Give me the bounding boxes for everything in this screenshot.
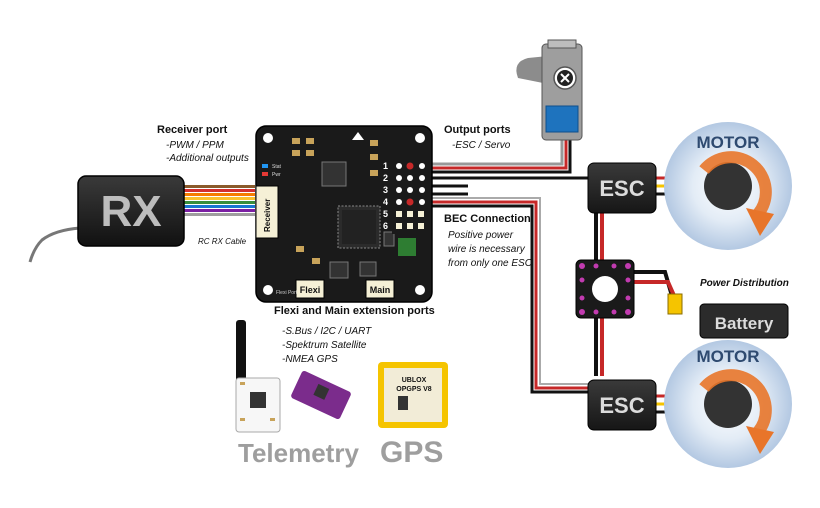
esc-top bbox=[587, 162, 657, 214]
servo-wire bbox=[430, 140, 572, 174]
rc-rx-cable-label: RC RX Cable bbox=[198, 237, 247, 246]
battery-label: Battery bbox=[715, 314, 774, 333]
extension-line1: -S.Bus / I2C / UART bbox=[282, 326, 372, 337]
svg-text:4: 4 bbox=[383, 197, 388, 207]
power-label: Pwr bbox=[272, 172, 281, 178]
bec-line2: wire is necessary bbox=[448, 244, 525, 255]
battery bbox=[699, 303, 789, 339]
receiver-port-title: Receiver port bbox=[157, 124, 228, 136]
status-label: Stat bbox=[272, 164, 282, 170]
flexi-port bbox=[295, 279, 325, 299]
rc-rx-cable bbox=[183, 185, 255, 216]
power-led bbox=[262, 172, 268, 176]
flight-controller-board bbox=[255, 125, 433, 303]
output-port-pins bbox=[392, 158, 430, 234]
power-distribution-title: Power Distribution bbox=[700, 278, 789, 289]
bottom-esc-signal-wire bbox=[430, 197, 590, 394]
svg-text:6: 6 bbox=[383, 221, 388, 231]
top-esc-signal-wire bbox=[430, 176, 590, 196]
xt60-connector bbox=[667, 293, 683, 315]
motor-bottom bbox=[664, 340, 792, 468]
main-port-label: Main bbox=[370, 285, 391, 295]
power-distribution-board bbox=[575, 259, 635, 319]
telemetry-module bbox=[235, 320, 281, 433]
motor-top-label: MOTOR bbox=[697, 133, 760, 152]
servo bbox=[516, 39, 583, 141]
output-port-numbers: 1 2 3 4 5 6 bbox=[383, 161, 388, 231]
motor-top bbox=[664, 122, 792, 250]
bec-line1: Positive power bbox=[448, 230, 514, 241]
esc-top-label: ESC bbox=[599, 176, 644, 201]
gps-module-line2: OPGPS V8 bbox=[396, 386, 432, 393]
spektrum-module bbox=[291, 370, 351, 420]
telemetry-label: Telemetry bbox=[238, 438, 359, 468]
flexi-port-silk-label: Flexi Port bbox=[276, 290, 298, 296]
receiver-port-label: Receiver bbox=[263, 199, 272, 232]
flexi-port-label: Flexi bbox=[300, 285, 321, 295]
gps-module-line1: UBLOX bbox=[402, 377, 427, 384]
output-ports-title: Output ports bbox=[444, 124, 511, 136]
motor-bottom-label: MOTOR bbox=[697, 347, 760, 366]
extension-title: Flexi and Main extension ports bbox=[274, 305, 435, 317]
receiver-port bbox=[255, 185, 279, 239]
rx-module bbox=[77, 175, 185, 247]
svg-text:1: 1 bbox=[383, 161, 388, 171]
receiver-port-line1: -PWM / PPM bbox=[166, 140, 224, 151]
status-led bbox=[262, 164, 268, 168]
gps-label: GPS bbox=[380, 436, 443, 469]
extension-line2: -Spektrum Satellite bbox=[282, 340, 367, 351]
bec-line3: from only one ESC bbox=[448, 258, 532, 269]
gps-module bbox=[378, 362, 448, 428]
main-port bbox=[365, 279, 395, 299]
receiver-port-line2: -Additional outputs bbox=[166, 153, 249, 164]
rx-antenna bbox=[28, 226, 81, 263]
rx-label: RX bbox=[100, 187, 161, 236]
esc-bottom bbox=[587, 379, 657, 431]
bec-title: BEC Connection bbox=[444, 213, 531, 225]
svg-text:3: 3 bbox=[383, 185, 388, 195]
extension-line3: -NMEA GPS bbox=[282, 354, 338, 365]
esc-bottom-label: ESC bbox=[599, 393, 644, 418]
svg-text:2: 2 bbox=[383, 173, 388, 183]
svg-text:5: 5 bbox=[383, 209, 388, 219]
output-ports-line1: -ESC / Servo bbox=[452, 140, 511, 151]
